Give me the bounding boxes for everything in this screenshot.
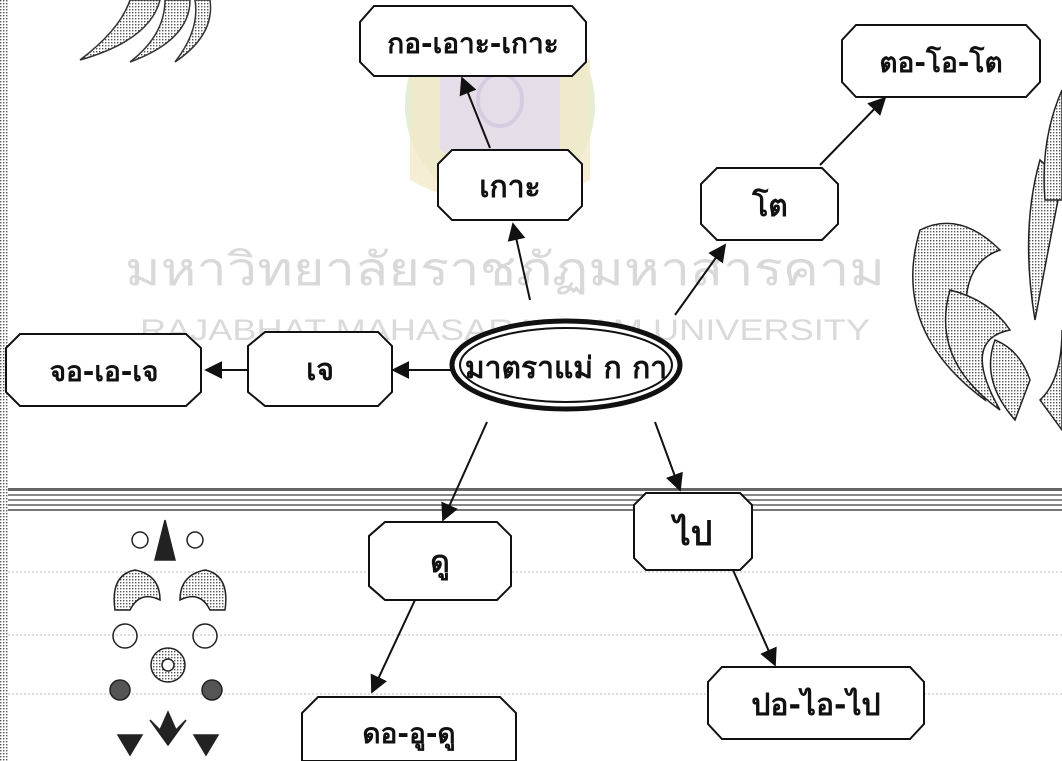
spelling-label-kro: กอ-เอาะ-เกาะ xyxy=(387,27,558,60)
spelling-node-pai: ปอ-ไอ-ไป xyxy=(707,666,925,740)
floral-ornament-icon xyxy=(109,519,227,757)
word-label-je: เจ xyxy=(306,353,334,388)
arrow-pai-to-pai-spelling xyxy=(732,569,777,667)
spelling-node-je: จอ-เอ-เจ xyxy=(5,333,202,407)
arrow-center-to-to xyxy=(674,243,727,316)
word-node-to: โต xyxy=(700,167,839,241)
center-label: มาตราแม่ ก กา xyxy=(465,351,667,386)
arrow-to-to-spelling xyxy=(819,96,887,166)
word-node-je: เจ xyxy=(247,331,393,407)
leaf-ornament-icon xyxy=(912,89,1062,432)
word-label-to: โต xyxy=(751,187,788,224)
arrow-center-to-pai xyxy=(654,421,683,492)
connectors xyxy=(204,76,887,694)
watermark-thai: มหาวิทยาลัยราชภัฏมหาสารคาม xyxy=(125,242,885,296)
spelling-label-je: จอ-เอ-เจ xyxy=(50,355,159,388)
spelling-node-to: ตอ-โอ-โต xyxy=(841,24,1041,98)
arrow-du-to-du-spelling xyxy=(370,599,416,694)
left-border-texture xyxy=(0,0,8,761)
center-node: มาตราแม่ ก กา xyxy=(449,318,683,412)
word-label-pai: ไป xyxy=(671,513,713,554)
spelling-node-du: ดอ-อู-ดู xyxy=(301,696,517,761)
arrow-center-to-du xyxy=(441,421,488,522)
word-node-pai: ไป xyxy=(633,492,753,571)
word-node-kro: เกาะ xyxy=(437,149,583,221)
crescent-moons-icon xyxy=(79,0,212,63)
spelling-label-pai: ปอ-ไอ-ไป xyxy=(751,687,880,723)
spelling-label-du: ดอ-อู-ดู xyxy=(362,717,455,751)
word-node-du: ดู xyxy=(368,521,512,601)
spelling-label-to: ตอ-โอ-โต xyxy=(879,45,1002,79)
arrow-kro-to-kro-spelling xyxy=(459,76,491,149)
spelling-node-kro: กอ-เอาะ-เกาะ xyxy=(359,5,587,77)
word-label-du: ดู xyxy=(430,545,449,581)
word-label-kro: เกาะ xyxy=(479,170,540,205)
arrow-center-to-kro xyxy=(507,222,531,301)
